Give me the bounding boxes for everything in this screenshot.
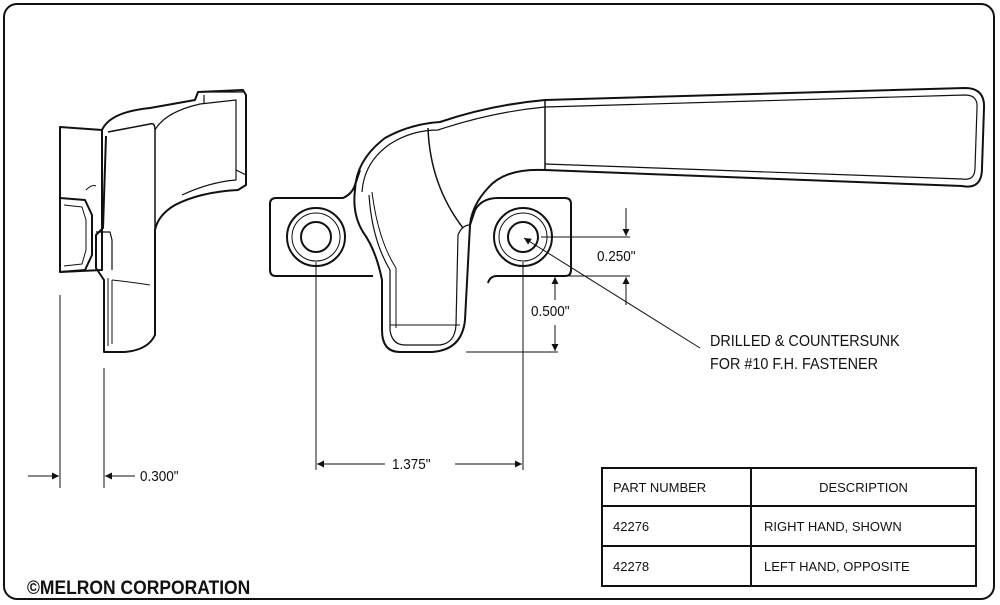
description-cell: LEFT HAND, OPPOSITE xyxy=(750,545,977,587)
drawing-border xyxy=(3,3,995,600)
table-header-row: PART NUMBER DESCRIPTION xyxy=(601,467,977,507)
handle-front-view xyxy=(353,87,986,353)
dimension-hole-spacing: 1.375" xyxy=(392,456,431,473)
parts-table: PART NUMBER DESCRIPTION 42276 RIGHT HAND… xyxy=(601,467,977,587)
side-view xyxy=(59,89,247,353)
table-row: 42278 LEFT HAND, OPPOSITE xyxy=(601,545,977,587)
mounting-hole-left xyxy=(286,207,346,267)
note-line-1: DRILLED & COUNTERSUNK xyxy=(710,333,900,350)
dimension-edge-offset: 0.500" xyxy=(531,303,570,320)
note-line-2: FOR #10 F.H. FASTENER xyxy=(710,356,879,373)
description-cell: RIGHT HAND, SHOWN xyxy=(750,505,977,547)
header-part-number: PART NUMBER xyxy=(601,467,752,507)
header-description: DESCRIPTION xyxy=(750,467,977,507)
part-number-cell: 42278 xyxy=(601,545,752,587)
dimension-hole-offset: 0.250" xyxy=(597,248,636,265)
part-number-cell: 42276 xyxy=(601,505,752,547)
table-row: 42276 RIGHT HAND, SHOWN xyxy=(601,505,977,547)
dimension-side-thickness: 0.300" xyxy=(140,468,179,485)
fastener-note: DRILLED & COUNTERSUNK FOR #10 F.H. FASTE… xyxy=(710,330,900,376)
copyright-text: ©MELRON CORPORATION xyxy=(27,578,251,599)
dimension-lines xyxy=(28,208,701,488)
